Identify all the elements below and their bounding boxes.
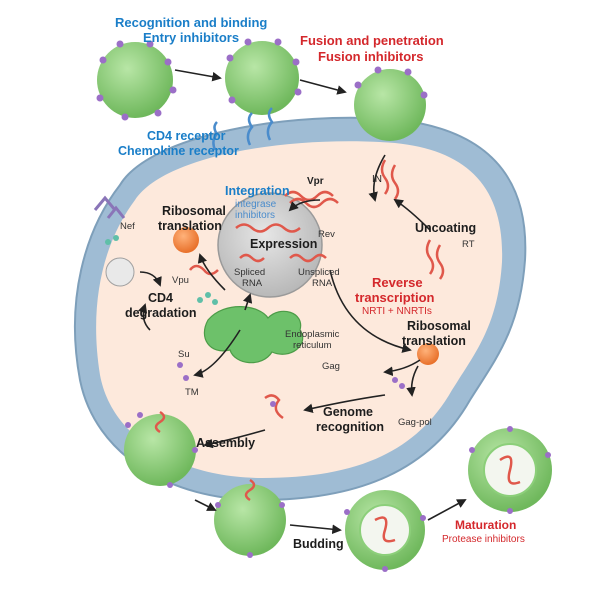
protein-dots [105,235,218,305]
label-protease-inhibitors: Protease inhibitors [442,534,525,545]
label-gagpol: Gag-pol [398,417,432,428]
label-fusion-inhibitors: Fusion inhibitors [318,49,424,64]
label-genome-1: Genome [323,405,374,419]
degradation-vesicle [105,257,135,287]
label-fusion: Fusion and penetration [300,33,444,48]
label-reverse-1: Reverse [372,275,423,290]
label-gag: Gag [322,361,340,372]
label-rt: RT [462,239,475,250]
virus-binding [97,42,173,118]
label-ribosomal-2: translation [158,219,222,233]
label-cd4-deg-1: CD4 [148,291,174,305]
chemokine-receptor [212,121,219,151]
ribosome-2 [417,343,439,365]
label-budding: Budding [293,537,344,551]
label-ribosomal-1: Ribosomal [162,204,226,218]
label-assembly: Assembly [196,436,256,450]
label-nrti: NRTI + NNRTIs [362,306,432,317]
label-integration: Integration [225,184,290,198]
label-expression: Expression [250,237,318,251]
label-genome-2: recognition [316,420,385,434]
ribosome-1 [173,227,199,253]
label-vpr: Vpr [307,176,324,187]
label-unspliced-2: RNA [312,278,333,289]
label-recognition: Recognition and binding [115,15,268,30]
virus-budding-1 [214,484,286,556]
label-spliced-1: Spliced [234,267,266,278]
virus-fusing [225,41,299,115]
label-su: Su [178,349,190,360]
label-nef: Nef [120,221,135,232]
virus-penetrating [354,69,426,141]
rna-strands [154,159,445,502]
virus-assembly [124,414,196,486]
label-ribo2-2: translation [402,334,466,348]
label-integrase-inhibitors: inhibitors [235,210,276,221]
label-er-1: Endoplasmic [285,329,340,340]
cd4-receptor [246,112,254,146]
label-rev: Rev [318,229,335,240]
label-in: IN [372,174,382,185]
flow-arrows [138,69,467,535]
label-cd4-receptor: CD4 receptor [147,129,226,143]
label-maturation: Maturation [455,518,517,532]
nucleus [217,192,323,298]
label-uncoating: Uncoating [415,221,477,235]
label-unspliced-1: Unspliced [298,267,340,278]
virus-spikes [96,38,551,572]
label-spliced-2: RNA [242,278,263,289]
label-vpu: Vpu [172,275,189,286]
label-ribo2-1: Ribosomal [407,319,471,333]
cytoplasm [96,141,503,478]
label-entry-inhibitors: Entry inhibitors [143,30,240,45]
label-reverse-2: transcription [355,290,435,305]
label-cd4-deg-2: degradation [125,306,197,320]
label-er-2: reticulum [293,340,332,351]
label-chemokine-receptor: Chemokine receptor [118,144,239,158]
label-integrase: integrase [235,199,277,210]
label-tm: TM [185,387,199,398]
